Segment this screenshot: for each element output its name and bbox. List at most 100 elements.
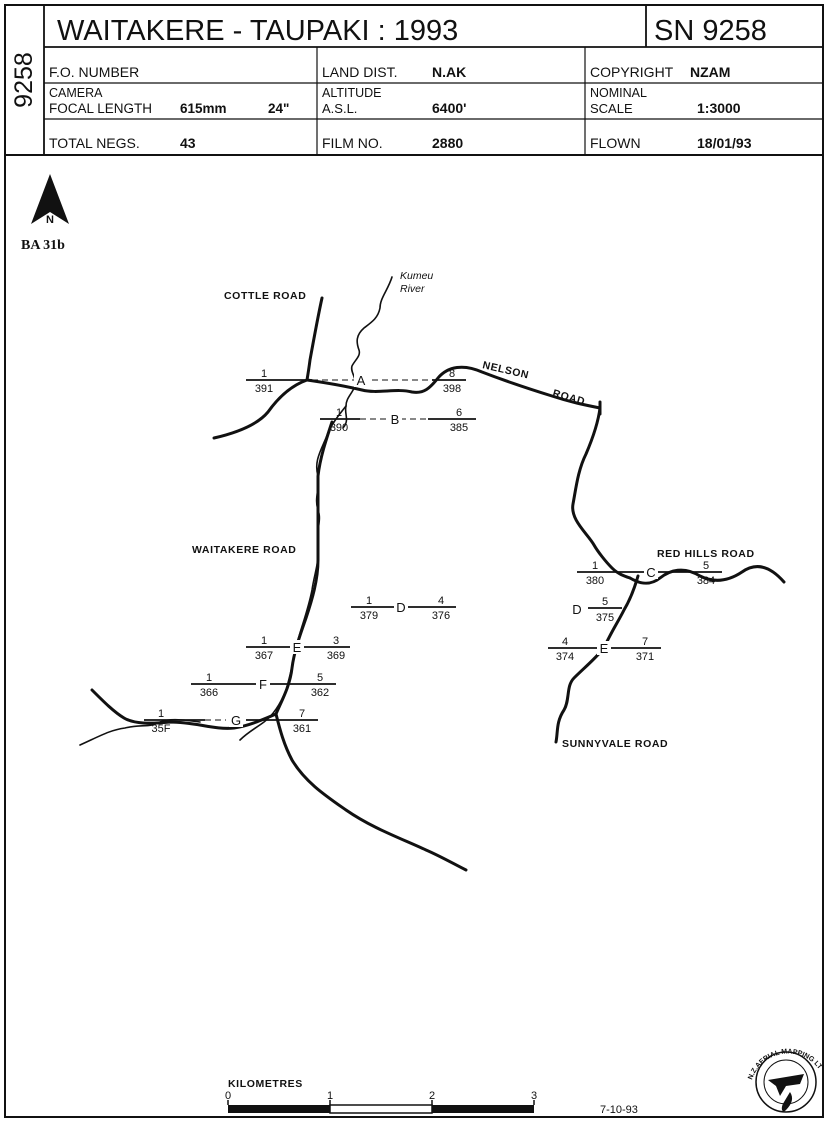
flight-line-b: B 1 390 6 385	[320, 407, 476, 434]
side-code: 9258	[10, 52, 38, 108]
stamp-ring-icon	[755, 1051, 817, 1113]
flight-line-d1-end-bottom: 376	[432, 610, 450, 622]
total-negs-value: 43	[180, 135, 196, 151]
scale-tick-2: 2	[429, 1090, 435, 1102]
scale-tick-3: 3	[531, 1090, 537, 1102]
flight-line-a-start-bottom: 391	[255, 383, 273, 395]
flight-line-b-start-bottom: 390	[330, 422, 348, 434]
scale-bar-label: KILOMETRES	[228, 1078, 303, 1090]
flight-line-a: A 1 391 8 398	[246, 368, 466, 395]
kumeu-label: Kumeu	[400, 270, 433, 282]
red-hills-road	[628, 565, 786, 585]
copyright-value: NZAM	[690, 64, 730, 80]
north-arrow: N BA 31b	[21, 174, 69, 253]
cottle-road	[305, 296, 324, 382]
flight-line-d2: D 5 375	[572, 596, 622, 624]
focal-length-in: 24"	[268, 101, 289, 116]
header-block: 9258 WAITAKERE - TAUPAKI : 1993 SN 9258 …	[4, 4, 824, 1118]
flight-line-e1-start-bottom: 367	[255, 650, 273, 662]
cottle-road-west-branch	[212, 378, 309, 440]
flight-line-e1-start-top: 1	[261, 635, 267, 647]
flight-line-g: G 1 35F 7 361	[144, 708, 318, 735]
flight-line-a-start-top: 1	[261, 368, 267, 380]
sunnyvale-road-label: SUNNYVALE ROAD	[562, 738, 668, 750]
sheet-number: SN 9258	[654, 15, 767, 47]
stamp-text: N.Z.AERIAL MAPPING LTD	[0, 0, 824, 1081]
flight-line-e2: E 4 374 7 371	[548, 636, 661, 663]
asl-label: A.S.L.	[322, 101, 357, 116]
flight-line-g-letter: G	[231, 713, 241, 728]
scale-tick-1: 1	[327, 1090, 333, 1102]
flight-line-d1-end-top: 4	[438, 595, 444, 607]
flight-line-f-start-bottom: 366	[200, 687, 218, 699]
nz-map-icon	[781, 1092, 793, 1112]
flight-line-f: F 1 366 5 362	[191, 672, 336, 699]
flight-line-e2-start-bottom: 374	[556, 651, 574, 663]
waitakere-road	[274, 420, 334, 716]
kumeu-river	[342, 276, 393, 429]
flight-line-e1-letter: E	[293, 640, 302, 655]
north-letter: N	[46, 214, 54, 226]
waitakere-road-label: WAITAKERE ROAD	[192, 544, 296, 556]
flight-line-g-end-bottom: 361	[293, 723, 311, 735]
nelson-road-suffix-label: ROAD	[551, 387, 586, 408]
flight-line-d1-letter: D	[396, 600, 405, 615]
flight-line-g-start-top: 1	[158, 708, 164, 720]
camera-label: CAMERA	[49, 86, 103, 100]
flight-line-a-end-top: 8	[449, 368, 455, 380]
flight-line-c-end-top: 5	[703, 560, 709, 572]
flight-line-b-start-top: 1	[336, 407, 342, 419]
flight-line-e2-start-top: 4	[562, 636, 568, 648]
aircraft-icon	[768, 1074, 804, 1096]
river-label: River	[400, 283, 425, 295]
flight-line-e1-end-bottom: 369	[327, 650, 345, 662]
nelson-road	[305, 365, 602, 410]
flight-line-f-end-bottom: 362	[311, 687, 329, 699]
waitakere-stream	[239, 405, 347, 741]
flown-label: FLOWN	[590, 135, 641, 151]
flight-line-c: C 1 380 5 384	[577, 560, 722, 587]
red-hills-road-label: RED HILLS ROAD	[657, 548, 755, 560]
scale-value: 1:3000	[697, 100, 741, 116]
sheet-title: WAITAKERE - TAUPAKI : 1993	[57, 15, 458, 47]
flight-line-e1: E 1 367 3 369	[246, 635, 350, 662]
total-negs-label: TOTAL NEGS.	[49, 135, 140, 151]
flight-line-f-letter: F	[259, 677, 267, 692]
flight-line-d1: D 1 379 4 376	[351, 595, 456, 622]
footer-date: 7-10-93	[600, 1104, 638, 1116]
waitakere-road-south	[274, 712, 468, 872]
altitude-label: ALTITUDE	[322, 86, 382, 100]
focal-length-mm: 615mm	[180, 101, 227, 116]
flown-value: 18/01/93	[697, 135, 752, 151]
map-labels: COTTLE ROAD Kumeu River NELSON ROAD WAIT…	[192, 270, 755, 750]
flight-line-e2-letter: E	[600, 641, 609, 656]
land-dist-value: N.AK	[432, 64, 466, 80]
flight-line-c-letter: C	[646, 565, 655, 580]
altitude-value: 6400'	[432, 100, 466, 116]
scale-bar: KILOMETRES 0 1 2 3	[225, 1078, 537, 1114]
flight-line-b-letter: B	[391, 412, 400, 427]
flight-line-d2-end-bottom: 375	[596, 612, 614, 624]
flight-lines: A 1 391 8 398 B 1 390 6 385 C 1 380 5 38…	[144, 368, 722, 735]
focal-length-label: FOCAL LENGTH	[49, 101, 152, 116]
roads	[90, 296, 786, 872]
sunnyvale-road-lower	[554, 646, 606, 744]
cottle-road-label: COTTLE ROAD	[224, 290, 306, 302]
flight-line-c-end-bottom: 384	[697, 575, 715, 587]
flight-line-b-end-bottom: 385	[450, 422, 468, 434]
west-road	[90, 688, 278, 730]
scale-tick-0: 0	[225, 1090, 231, 1102]
flight-line-d2-letter: D	[572, 602, 581, 617]
scale-label: SCALE	[590, 101, 633, 116]
rivers	[79, 276, 393, 746]
flight-line-b-end-top: 6	[456, 407, 462, 419]
flight-line-f-start-top: 1	[206, 672, 212, 684]
nominal-label: NOMINAL	[590, 86, 647, 100]
flight-line-e2-end-bottom: 371	[636, 651, 654, 663]
film-no-label: FILM NO.	[322, 135, 383, 151]
flight-line-a-letter: A	[357, 373, 366, 388]
flight-line-f-end-top: 5	[317, 672, 323, 684]
flight-line-e2-end-top: 7	[642, 636, 648, 648]
land-dist-label: LAND DIST.	[322, 64, 397, 80]
